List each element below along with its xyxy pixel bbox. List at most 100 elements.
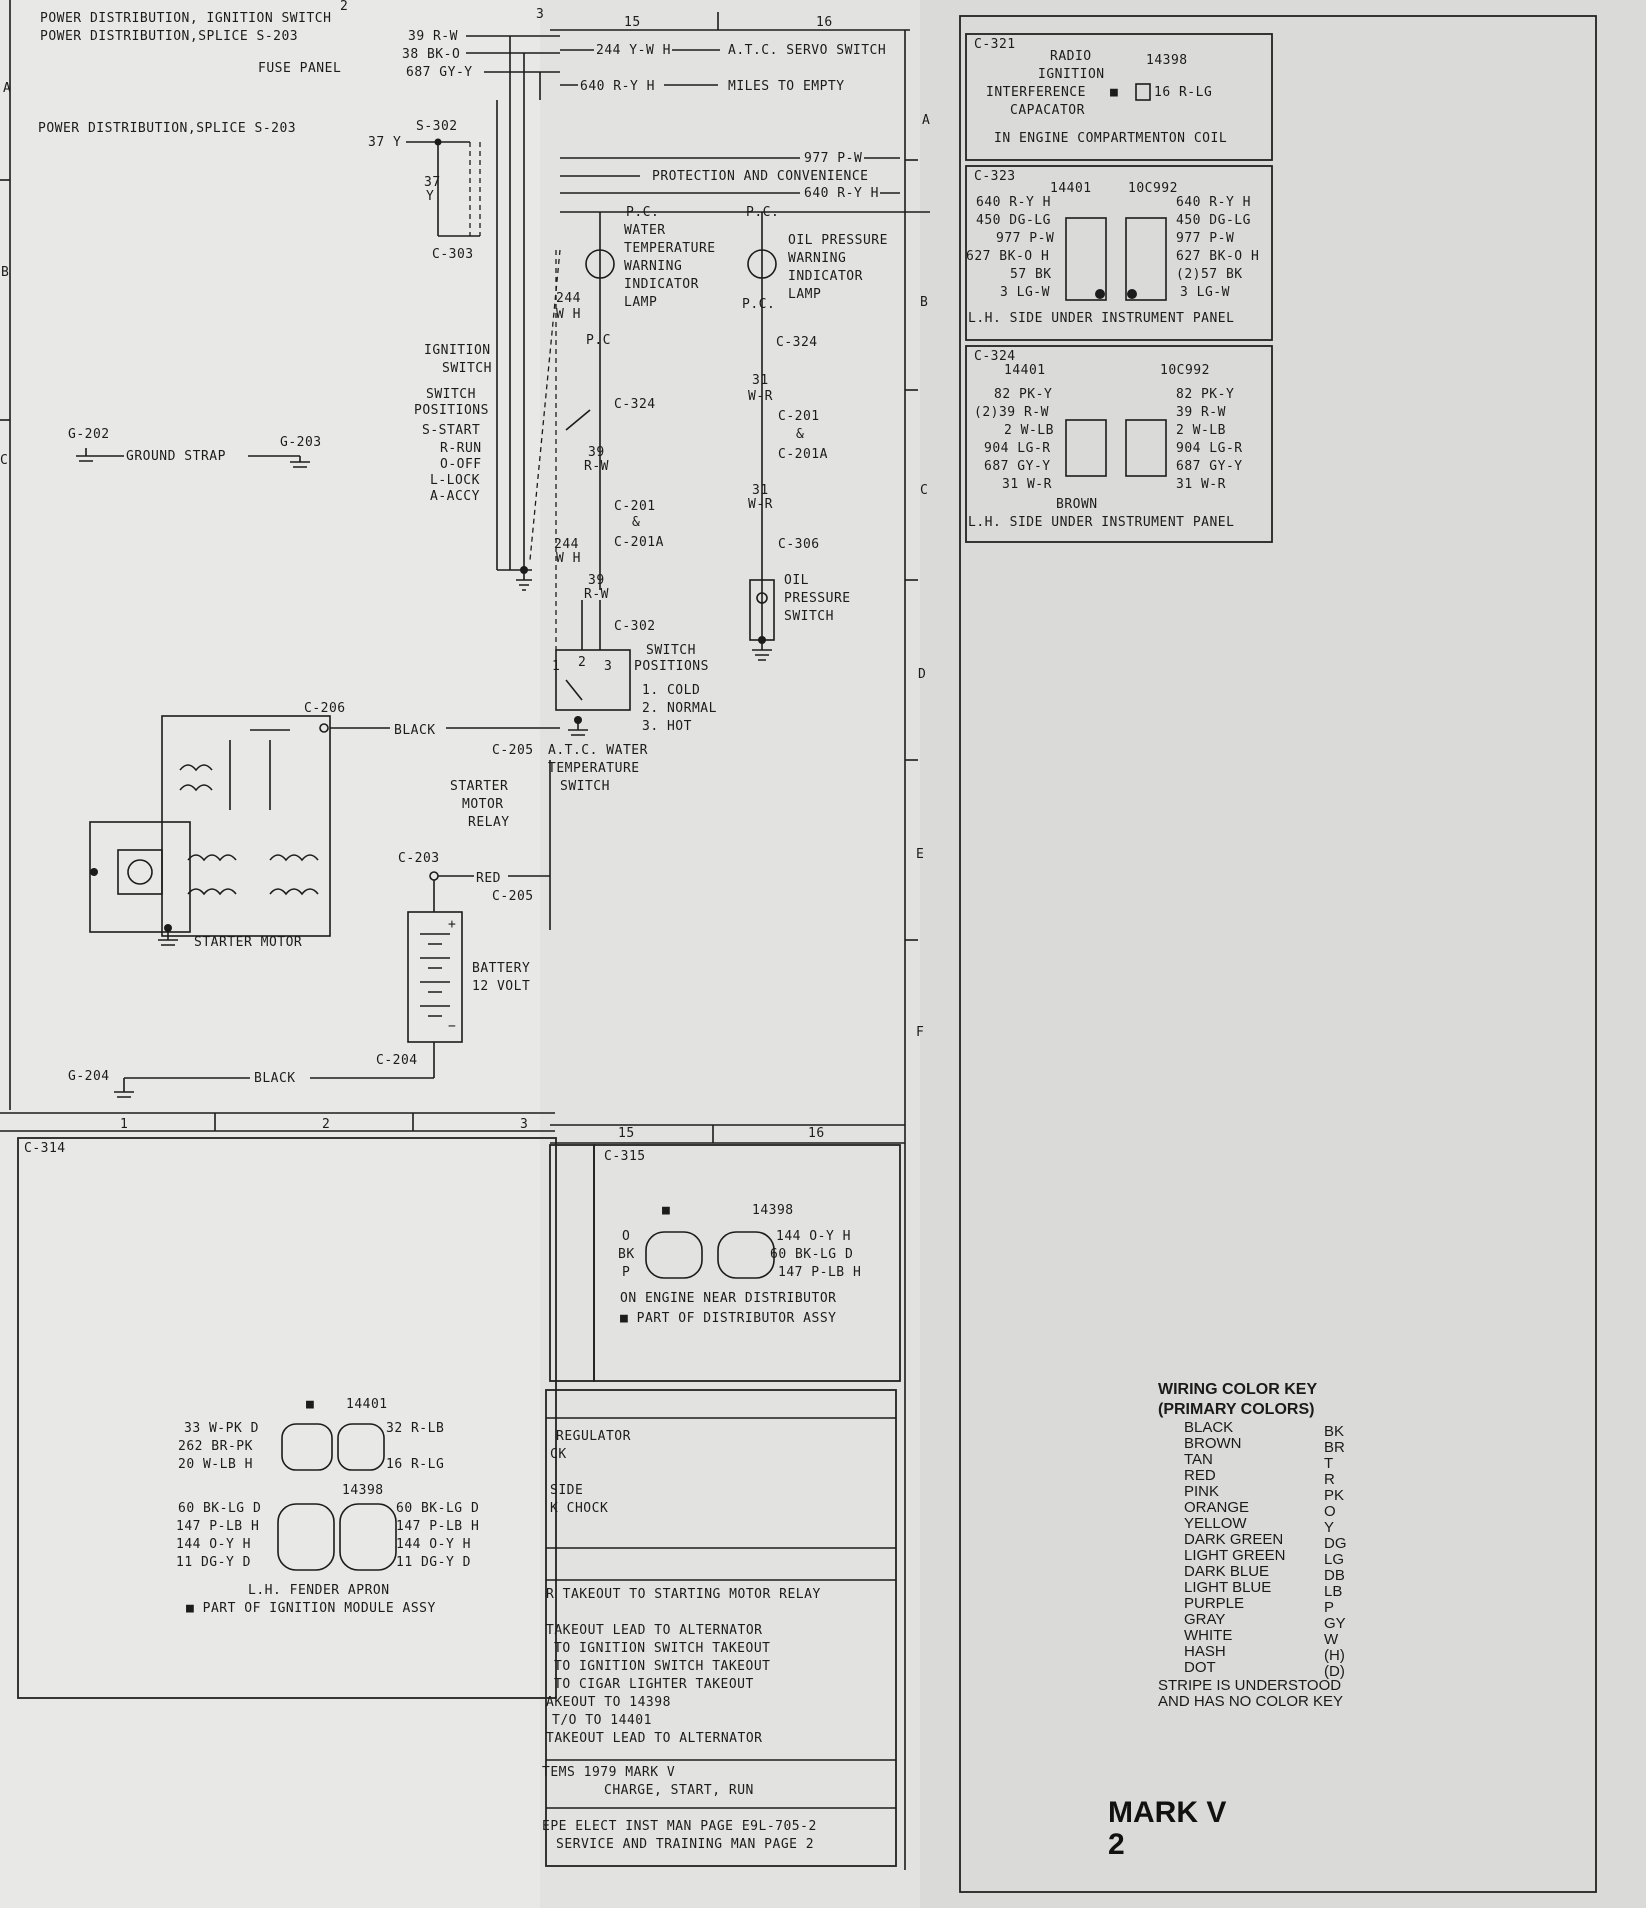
c321-id: C-321 xyxy=(974,37,1016,52)
c323-left-1: 450 DG-LG xyxy=(976,213,1051,228)
water-c302: C-302 xyxy=(614,619,656,634)
color-key-name: ORANGE xyxy=(1184,1499,1249,1516)
ignition-switch-block: IGNITION SWITCH SWITCH POSITIONS S-START… xyxy=(414,343,492,504)
pos-run: R-RUN xyxy=(440,441,482,456)
wire-244b: 244 xyxy=(554,537,579,552)
color-key-name: DOT xyxy=(1184,1659,1216,1676)
c323-right-2: 977 P-W xyxy=(1176,231,1234,246)
wiring-color-key: WIRING COLOR KEY (PRIMARY COLORS) STRIPE… xyxy=(1158,1381,1347,1710)
grid-bottom-16: 16 xyxy=(808,1126,825,1141)
grid-bottom-2: 2 xyxy=(322,1117,330,1132)
color-key-name: HASH xyxy=(1184,1643,1226,1660)
battery-symbol xyxy=(407,911,463,1043)
c314-p1: 14401 xyxy=(346,1397,388,1412)
c314-left2-0: 60 BK-LG D xyxy=(178,1501,261,1516)
color-key-name: DARK GREEN xyxy=(1184,1531,1283,1548)
note-kchk: K CHOCK xyxy=(550,1501,608,1516)
atc-lines: 244 Y-W H A.T.C. SERVO SWITCH 640 R-Y H … xyxy=(560,43,930,213)
note-r8: TAKEOUT LEAD TO ALTERNATOR xyxy=(546,1731,763,1746)
c314-right2-3: 11 DG-Y D xyxy=(396,1555,471,1570)
connector-c315-box: C-315 ■ 14398 O BK P 144 O-Y H 60 BK-LG … xyxy=(549,1144,901,1382)
pc2-label: P.C xyxy=(586,333,611,348)
c323-right-3: 627 BK-O H xyxy=(1176,249,1259,264)
connector-c314-box: C-314 ■ 14401 33 W-PK D 262 BR-PK 20 W-L… xyxy=(17,1137,557,1699)
starter-c203: C-203 xyxy=(398,851,440,866)
wire-39-rw: 39 R-W xyxy=(408,29,458,44)
oil-pc: P.C. xyxy=(746,205,779,220)
water-amp: & xyxy=(632,515,640,530)
water-lamp-l3: WARNING xyxy=(624,259,682,274)
row-c: C xyxy=(0,453,8,468)
c314-note: ■ PART OF IGNITION MODULE ASSY xyxy=(186,1601,436,1616)
starter-red: RED xyxy=(476,871,501,886)
c315-note: ■ PART OF DISTRIBUTOR ASSY xyxy=(620,1311,837,1326)
wire-whb: W H xyxy=(556,551,581,566)
note-m1: EPE ELECT INST MAN PAGE E9L-705-2 xyxy=(542,1819,817,1834)
color-key-name: BROWN xyxy=(1184,1435,1242,1452)
c321-l3: INTERFERENCE xyxy=(986,85,1086,100)
oil-pressure-circuit: P.C. OIL PRESSURE WARNING INDICATOR LAMP… xyxy=(742,205,887,661)
c315-mark: ■ xyxy=(662,1203,670,1218)
starter-c206: C-206 xyxy=(304,701,346,716)
c314-location: L.H. FENDER APRON xyxy=(248,1583,390,1598)
color-key-subtitle: (PRIMARY COLORS) xyxy=(1158,1401,1314,1418)
c323-left-0: 640 R-Y H xyxy=(976,195,1051,210)
color-key-code: DB xyxy=(1324,1567,1345,1584)
color-key-code: PK xyxy=(1324,1487,1344,1504)
wire-37-y: 37 Y xyxy=(368,135,401,150)
c323-right-1: 450 DG-LG xyxy=(1176,213,1251,228)
note-ck: CK xyxy=(550,1447,567,1462)
color-key-code: LB xyxy=(1324,1583,1342,1600)
color-key-code: O xyxy=(1324,1503,1336,1520)
atc-switch-l1: A.T.C. WATER xyxy=(548,743,648,758)
water-c201: C-201 xyxy=(614,499,656,514)
c321-part: 14398 xyxy=(1146,53,1188,68)
water-lamp-l1: WATER xyxy=(624,223,666,238)
oil-pc2: P.C. xyxy=(742,297,775,312)
oil-lamp-l4: LAMP xyxy=(788,287,821,302)
c314-right2-0: 60 BK-LG D xyxy=(396,1501,479,1516)
c314-right2-2: 144 O-Y H xyxy=(396,1537,471,1552)
color-key-code: BK xyxy=(1324,1423,1344,1440)
oil-lamp-bulb xyxy=(747,249,777,279)
note-t1: TEMS 1979 MARK V xyxy=(542,1765,675,1780)
color-key-code: DG xyxy=(1324,1535,1347,1552)
mid-row-e: E xyxy=(916,847,924,862)
c324-left-0: 82 PK-Y xyxy=(994,387,1052,402)
c321-l1: RADIO xyxy=(1050,49,1092,64)
note-r7: T/O TO 14401 xyxy=(552,1713,652,1728)
wire-37-y-label: Y xyxy=(426,189,434,204)
c314-left1-0: 33 W-PK D xyxy=(184,1421,259,1436)
ignition-switch-label: SWITCH xyxy=(442,361,492,376)
pc-label: P.C. xyxy=(626,205,659,220)
color-key-foot1: STRIPE IS UNDERSTOOD xyxy=(1158,1677,1341,1694)
color-key-name: RED xyxy=(1184,1467,1216,1484)
water-lamp-l5: LAMP xyxy=(624,295,657,310)
pos-off: O-OFF xyxy=(440,457,482,472)
color-key-code: GY xyxy=(1324,1615,1346,1632)
color-key-name: BLACK xyxy=(1184,1419,1233,1436)
mid-row-b: B xyxy=(920,295,928,310)
water-lamp-l2: TEMPERATURE xyxy=(624,241,716,256)
color-key-name: LIGHT BLUE xyxy=(1184,1579,1271,1596)
c315-right-0: 144 O-Y H xyxy=(776,1229,851,1244)
starter-black: BLACK xyxy=(394,723,436,738)
switch-positions-l2: POSITIONS xyxy=(634,659,709,674)
starter-c204: C-204 xyxy=(376,1053,418,1068)
wire-640-ryh-2: 640 R-Y H xyxy=(804,186,879,201)
c323-right-4: (2)57 BK xyxy=(1176,267,1243,282)
row-b: B xyxy=(1,265,9,280)
wire-rwb: R-W xyxy=(584,587,609,602)
ground-g204: G-204 xyxy=(68,1069,110,1084)
c324-right-5: 31 W-R xyxy=(1176,477,1226,492)
c324-right-3: 904 LG-R xyxy=(1176,441,1243,456)
splice-s302: S-302 xyxy=(416,119,458,134)
c314-left2-2: 144 O-Y H xyxy=(176,1537,251,1552)
oil-switch-l2: PRESSURE xyxy=(784,591,851,606)
grid-frame xyxy=(0,0,1597,1893)
c314-right2-1: 147 P-LB H xyxy=(396,1519,479,1534)
c324-id: C-324 xyxy=(974,349,1016,364)
right-sheet xyxy=(920,0,1646,1908)
color-key-name: LIGHT GREEN xyxy=(1184,1547,1285,1564)
color-key-name: YELLOW xyxy=(1184,1515,1247,1532)
